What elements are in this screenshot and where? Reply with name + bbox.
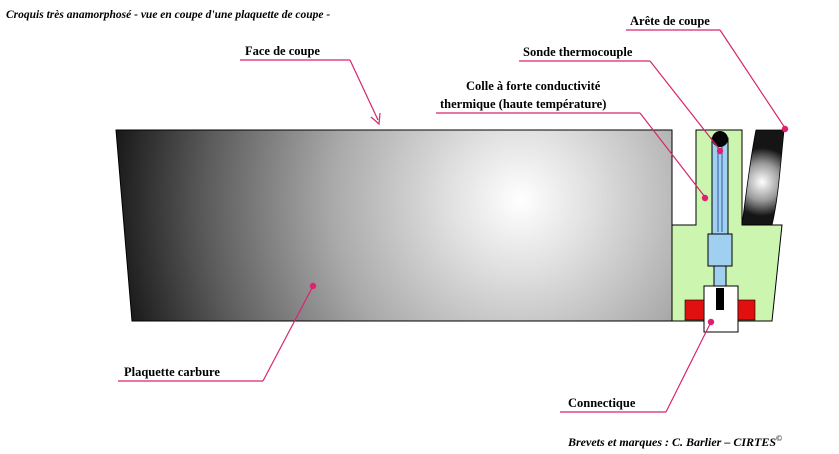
connector-red-right [737,299,756,321]
label-arete-de-coupe: Arête de coupe [630,14,710,28]
label-colle-line2: thermique (haute température) [440,97,606,111]
leader-colle [639,112,706,198]
dot-arete [781,125,789,133]
figure-caption: Croquis très anamorphosé - vue en coupe … [6,9,330,21]
leader-connectique [665,321,712,413]
carbide-insert [115,129,673,322]
connector-red-left [684,299,705,321]
leader-plaquette [262,285,314,382]
dot-sonde [716,147,724,155]
footer-credit: Brevets et marques : C. Barlier – CIRTES… [567,434,782,449]
probe-stem [713,265,727,287]
label-face-de-coupe: Face de coupe [245,44,320,58]
dot-colle [701,194,709,202]
thermocouple-junction [712,131,728,147]
copyright-sup: © [776,434,782,443]
leader-sonde [649,60,721,151]
label-connectique: Connectique [568,396,636,410]
leader-face [349,59,379,121]
arrowhead-face [370,112,381,126]
label-colle-line1: Colle à forte conductivité [466,79,601,93]
cutting-edge-region [741,129,785,226]
connector-pin [716,288,724,310]
leader-arete [719,29,786,129]
label-sonde-thermocouple: Sonde thermocouple [523,45,633,59]
label-plaquette-carbure: Plaquette carbure [124,365,220,379]
probe-base [707,233,733,267]
